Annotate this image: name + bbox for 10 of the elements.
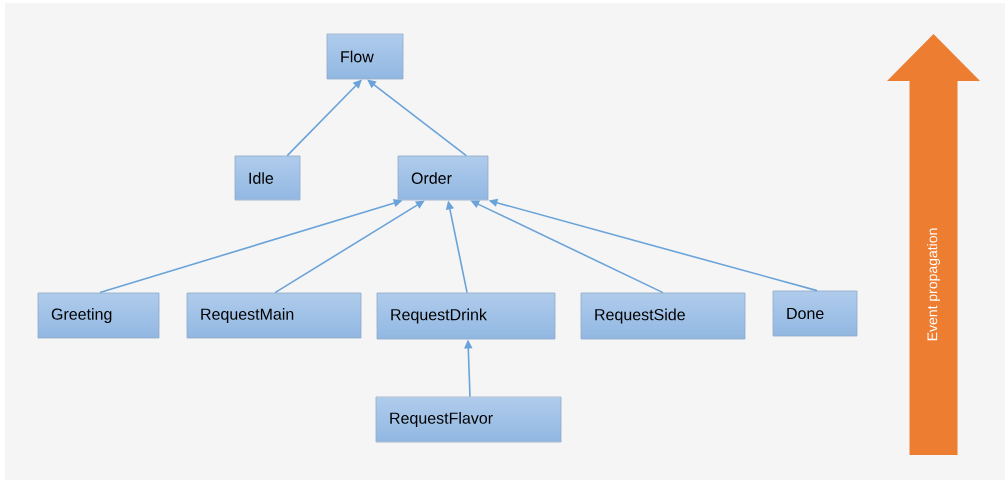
arrow bbox=[367, 79, 468, 157]
state-box: RequestSide bbox=[580, 292, 746, 340]
state-box: Idle bbox=[234, 155, 301, 201]
state-box: RequestDrink bbox=[376, 292, 556, 340]
state-box: Done bbox=[772, 290, 858, 337]
state-box: Greeting bbox=[37, 292, 160, 339]
state-box: Flow bbox=[326, 33, 404, 80]
state-box: Order bbox=[397, 155, 489, 201]
state-box: RequestFlavor bbox=[375, 396, 562, 443]
state-box: RequestMain bbox=[186, 292, 362, 339]
